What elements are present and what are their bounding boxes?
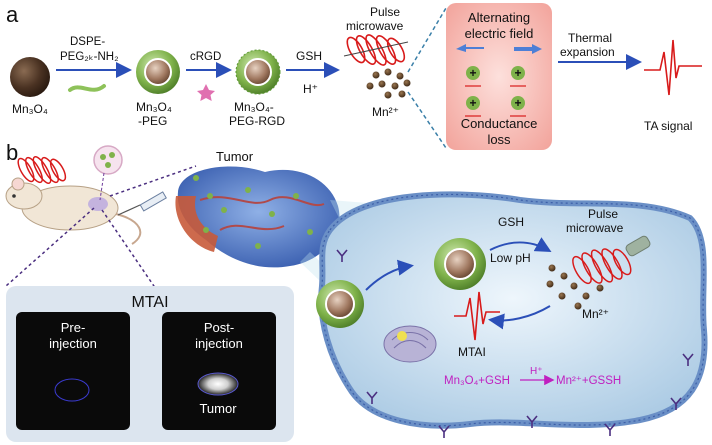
tumor-title: Tumor [216, 149, 254, 164]
external-nanoparticle-core [325, 289, 355, 319]
mtai-waveform [454, 291, 500, 341]
mtai-panel-title: MTAI [131, 294, 168, 311]
rgd-label-line1: Mn₃O₄- [234, 100, 274, 114]
microwave-helix-b-left-icon [17, 156, 67, 184]
mn2-label-a: Mn²⁺ [372, 105, 399, 119]
reaction-reactants: Mn₃O₄+GSH [444, 375, 510, 387]
panel-b-label: b [6, 140, 18, 165]
pre-injection-label-line2: injection [49, 336, 97, 351]
charge-plus-3: + [469, 96, 476, 110]
internal-nanoparticle-core [444, 248, 476, 280]
signal-return-arrow [488, 305, 551, 330]
ta-signal-label: TA signal [644, 119, 692, 133]
crgd-star-icon [197, 84, 215, 101]
pulse-label-a-line2: microwave [346, 19, 404, 33]
post-injection-label-line1: Post- [204, 320, 234, 335]
hplus-label-a: H⁺ [303, 82, 318, 96]
gsh-label-a: GSH [296, 49, 322, 63]
ta-signal-waveform [644, 39, 702, 96]
pulse-label-b-line2: microwave [566, 221, 624, 235]
zoom-line-top [407, 7, 447, 73]
gsh-label-b: GSH [498, 215, 524, 229]
zoom-line-bottom [407, 91, 447, 149]
thermal-label-line1: Thermal [568, 31, 612, 45]
pre-injection-roi [54, 378, 90, 402]
low-ph-label: Low pH [490, 251, 531, 265]
field-arrow-right-icon [514, 44, 542, 54]
degradation-arrow [489, 237, 552, 252]
mn3o4-peg-rgd-core [244, 58, 272, 86]
post-injection-image [162, 312, 276, 430]
mn2-label-b: Mn²⁺ [582, 307, 609, 321]
mtai-connector-right [101, 209, 159, 293]
tumor-illustration [175, 166, 340, 268]
post-injection-tumor-signal [197, 372, 239, 396]
box-bottom-line2: loss [487, 132, 511, 147]
mtai-connector-left [5, 207, 95, 287]
post-injection-tumor-label: Tumor [199, 401, 237, 416]
box-top-line1: Alternating [468, 10, 530, 25]
crgd-label: cRGD [190, 51, 221, 63]
mn3o4-particle [10, 57, 50, 97]
helix-axis [343, 41, 409, 57]
microwave-antenna-icon [625, 235, 651, 257]
syringe-icon [117, 191, 167, 216]
box-top-line2: electric field [465, 26, 534, 41]
mouse-illustration [5, 177, 142, 245]
panel-a-label: a [6, 2, 19, 27]
rgd-label-line2: PEG-RGD [229, 114, 285, 128]
microwave-helix-b-right-icon [572, 248, 632, 285]
mn3o4-peg-label-line2: -PEG [138, 114, 167, 128]
vial-connector [99, 172, 105, 201]
field-arrow-left-icon [456, 44, 484, 52]
mn2-ion-cluster-b [546, 264, 604, 310]
post-injection-label-line2: injection [195, 336, 243, 351]
pre-injection-label-line1: Pre- [61, 320, 86, 335]
receptor-icons [336, 249, 694, 438]
charge-grid [465, 66, 526, 117]
pulse-label-a-line1: Pulse [370, 5, 400, 19]
pulse-label-b-line1: Pulse [588, 207, 618, 221]
dspe-label-line2: PEG₂ₖ-NH₂ [60, 51, 119, 63]
box-bottom-line1: Conductance [461, 116, 538, 131]
mn3o4-peg-label-line1: Mn₃O₄ [136, 100, 172, 114]
pre-injection-image [16, 312, 130, 430]
nanoparticle-vial [93, 145, 123, 175]
mn3o4-peg-core [144, 58, 172, 86]
charge-plus-2: + [514, 66, 521, 80]
conductance-box [446, 3, 552, 150]
organelle-illustration [383, 325, 437, 363]
charge-plus-4: + [514, 96, 521, 110]
mn2-ion-cluster-a [366, 68, 411, 99]
thermal-label-line2: expansion [560, 45, 615, 59]
microwave-helix-icon [346, 34, 406, 66]
peg-chain-icon [68, 84, 106, 92]
reaction-products: Mn²⁺+GSSH [556, 375, 621, 387]
dspe-label-line1: DSPE- [70, 36, 105, 48]
mtai-cell-label: MTAI [458, 345, 486, 359]
mn3o4-label: Mn₃O₄ [12, 102, 48, 116]
charge-plus-1: + [469, 66, 476, 80]
reaction-catalyst: H⁺ [530, 366, 543, 377]
uptake-arrow [365, 259, 414, 291]
tumor-cell [318, 191, 708, 429]
